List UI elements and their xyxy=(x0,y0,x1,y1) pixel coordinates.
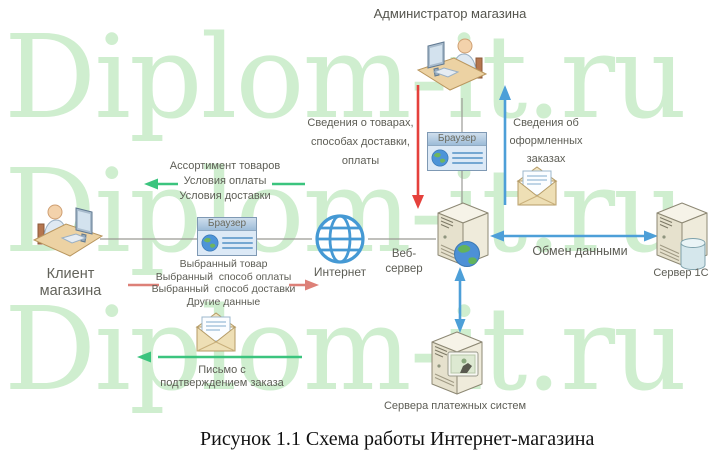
arrow-data-exchange xyxy=(490,230,658,242)
web-server-label: Веб-сервер xyxy=(385,248,423,275)
internet-label: Интернет xyxy=(313,265,367,279)
arrow-confirmation-letter-to-client xyxy=(137,351,302,363)
globe-icon xyxy=(201,234,219,252)
arrow-webserver-payment xyxy=(454,267,466,333)
watermark-row: Diplom-it.ru xyxy=(4,11,687,145)
products-info-label: Сведения о товарах, способах доставки, о… xyxy=(307,117,414,167)
browser-titlebar: Браузер xyxy=(198,218,256,231)
arrow-client-selection-to-internet xyxy=(128,279,319,291)
mail-orders-icon xyxy=(516,166,558,206)
mail-confirmation-icon xyxy=(195,312,237,352)
figure-caption: Рисунок 1.1 Схема работы Интернет-магази… xyxy=(200,428,595,450)
payment-servers-label: Сервера платежных систем xyxy=(383,400,527,412)
confirmation-label: Письмо с подтверждением заказа xyxy=(160,364,284,389)
arrow-admin-to-webserver xyxy=(412,85,424,209)
server-1c-label: Сервер 1С xyxy=(653,267,709,279)
arrow-webserver-to-admin xyxy=(499,85,511,205)
database-icon xyxy=(680,238,706,270)
assortment-label: Ассортимент товаров Условия оплаты Услов… xyxy=(169,160,281,202)
web-server-icon xyxy=(437,202,489,267)
admin-computer-icon xyxy=(416,38,488,91)
globe-icon xyxy=(454,241,480,267)
client-browser-window: Браузер xyxy=(197,217,257,256)
browser-content-lines xyxy=(222,237,253,249)
browser-content-lines xyxy=(452,152,483,164)
watermark-row: Diplom-it.ru xyxy=(4,283,687,417)
admin-browser-window: Браузер xyxy=(427,132,487,171)
server-1c-icon xyxy=(656,202,708,270)
browser-titlebar: Браузер xyxy=(428,133,486,146)
internet-globe-icon xyxy=(315,214,365,264)
admin-label: Администратор магазина xyxy=(373,6,527,21)
client-label: Клиент магазина xyxy=(39,266,102,299)
arrow-assortment-to-client xyxy=(144,178,305,190)
client-computer-icon xyxy=(32,204,104,257)
payment-server-icon xyxy=(431,331,483,395)
selection-label: Выбранный товар Выбранный способ оплаты … xyxy=(151,258,296,308)
data-exchange-label: Обмен данными xyxy=(532,244,628,258)
orders-info-label: Сведения об оформленных заказах xyxy=(509,117,583,165)
globe-icon xyxy=(431,149,449,167)
payment-card-icon xyxy=(447,351,479,377)
